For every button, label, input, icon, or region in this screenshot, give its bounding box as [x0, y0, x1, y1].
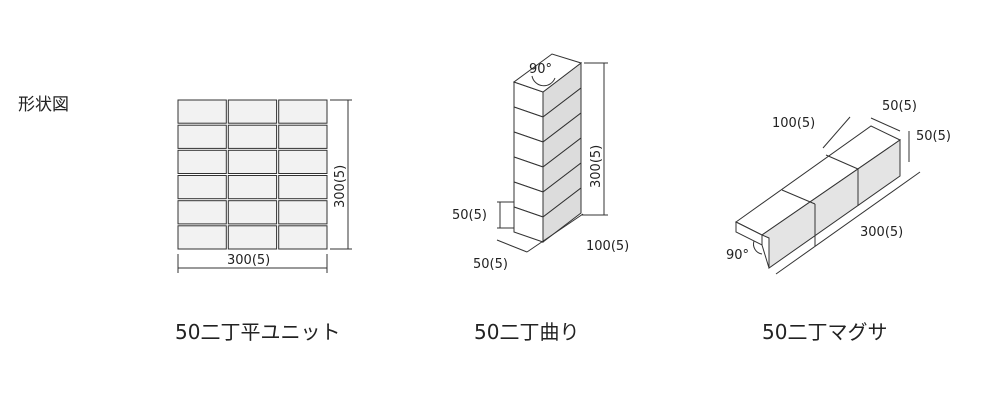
tile: [177, 99, 227, 124]
lintel-drawing: 90° 50(5) 50(5) 100(5) 300(5): [726, 99, 951, 275]
tile: [278, 149, 328, 175]
angle-arc: [531, 75, 556, 87]
tile: [177, 175, 227, 200]
lintel-depth-label: 50(5): [916, 129, 951, 144]
corner-right-faces: [542, 61, 582, 244]
lintel-edge: [761, 244, 770, 269]
corner-height-label: 300(5): [589, 145, 604, 188]
tile: [227, 99, 278, 124]
corner-left-faces: [513, 81, 544, 243]
section-title: 形状図: [18, 95, 69, 115]
tile: [227, 124, 278, 149]
tile: [278, 99, 328, 124]
tile: [177, 149, 227, 175]
tile: [177, 225, 227, 250]
flat-unit-drawing: 300(5) 300(5): [177, 99, 352, 273]
lintel-caption: 50二丁マグサ: [762, 320, 888, 344]
corner-piece-caption: 50二丁曲り: [474, 320, 580, 344]
corner-side-a-label: 50(5): [473, 257, 508, 272]
tile: [278, 225, 328, 250]
lintel-front-face: [760, 139, 901, 269]
corner-piece-drawing: 90° 300(5) 50(5) 50(5) 100(5): [452, 53, 629, 272]
tile: [177, 124, 227, 149]
corner-module-label: 50(5): [452, 208, 487, 223]
flat-unit-tile-grid: [177, 99, 328, 250]
angle-arc: [753, 240, 763, 255]
lintel-length-label: 300(5): [860, 225, 903, 240]
flat-width-label: 300(5): [227, 253, 270, 268]
corner-angle-label: 90°: [529, 62, 552, 77]
dim-line-side-a: [496, 239, 528, 253]
corner-left-face: [513, 206, 544, 243]
lintel-top-width-label: 50(5): [882, 99, 917, 114]
lintel-tile-label: 100(5): [772, 116, 815, 131]
tile: [177, 200, 227, 225]
tile-joint: [781, 189, 816, 205]
tile: [278, 124, 328, 149]
tile: [227, 200, 278, 225]
lintel-angle-label: 90°: [726, 248, 749, 263]
dim-line-length: [775, 171, 921, 275]
dim-line-tile: [822, 116, 851, 149]
corner-top-face: [512, 53, 583, 93]
tile: [227, 175, 278, 200]
dim-line-top-width: [870, 117, 901, 132]
tile: [278, 200, 328, 225]
corner-side-b-label: 100(5): [586, 239, 629, 254]
dim-line-side-b: [526, 213, 584, 253]
flat-height-label: 300(5): [333, 165, 348, 208]
tile: [278, 175, 328, 200]
flat-unit-caption: 50二丁平ユニット: [175, 320, 341, 344]
tile: [227, 225, 278, 250]
tile: [227, 149, 278, 175]
tile-joint: [825, 154, 859, 170]
